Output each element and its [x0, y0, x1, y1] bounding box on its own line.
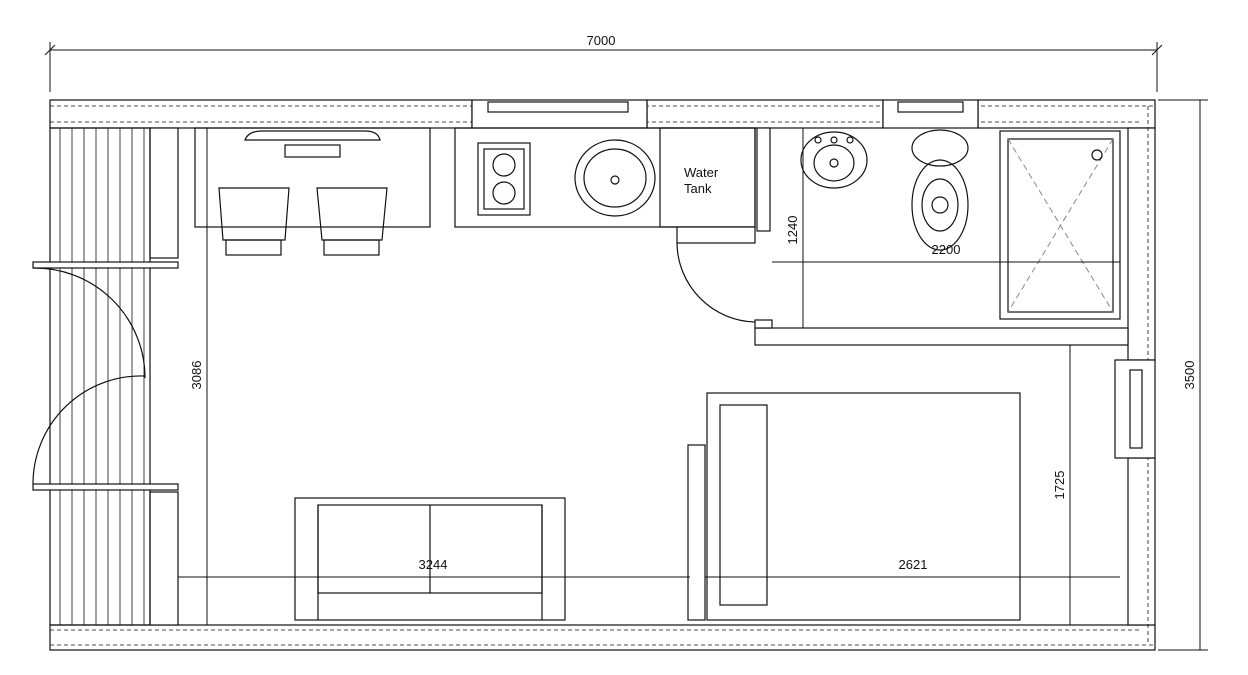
dimension-bathroom-depth: 1240: [785, 128, 804, 328]
dimension-label: 7000: [587, 33, 616, 48]
dimension-label: 1240: [785, 216, 800, 245]
window-kitchen: [471, 99, 648, 129]
window-bathroom: [882, 99, 979, 129]
dimension-label: 3086: [189, 361, 204, 390]
entry-double-door: [32, 261, 179, 491]
dimension-label: 2200: [932, 242, 961, 257]
dimension-bedroom-length: 2621: [705, 557, 1120, 578]
window-bedroom: [1114, 359, 1156, 459]
dimension-label: 3244: [419, 557, 448, 572]
chair: [316, 187, 388, 256]
shower: [999, 130, 1121, 320]
bathroom-basin: [800, 131, 868, 189]
dimension-label: 1725: [1052, 471, 1067, 500]
dimension-bathroom-length: 2200: [772, 242, 1120, 263]
dimension-label: 2621: [899, 557, 928, 572]
dimension-bedroom-depth: 1725: [1052, 345, 1071, 625]
deck: [49, 127, 151, 626]
dimension-living-depth: 3086: [189, 128, 208, 625]
water-tank-label: Tank: [684, 181, 712, 196]
dimension-overall-width: 3500: [1158, 99, 1208, 651]
toilet: [911, 129, 969, 251]
bed: [687, 392, 1021, 621]
dimension-living-length: 3244: [178, 557, 690, 578]
dimension-label: 3500: [1182, 361, 1197, 390]
dimension-overall-length: 7000: [44, 33, 1163, 92]
water-tank-label: Water: [684, 165, 719, 180]
exterior-walls: [49, 99, 1156, 651]
water-tank: Water Tank: [659, 127, 756, 228]
desk: [194, 127, 431, 228]
sofa: [294, 497, 566, 621]
bathroom-door: [676, 242, 773, 329]
kitchen-sink: [574, 139, 656, 217]
chair: [218, 187, 290, 256]
cooktop: [477, 142, 531, 216]
bathroom-walls: [676, 127, 1129, 346]
